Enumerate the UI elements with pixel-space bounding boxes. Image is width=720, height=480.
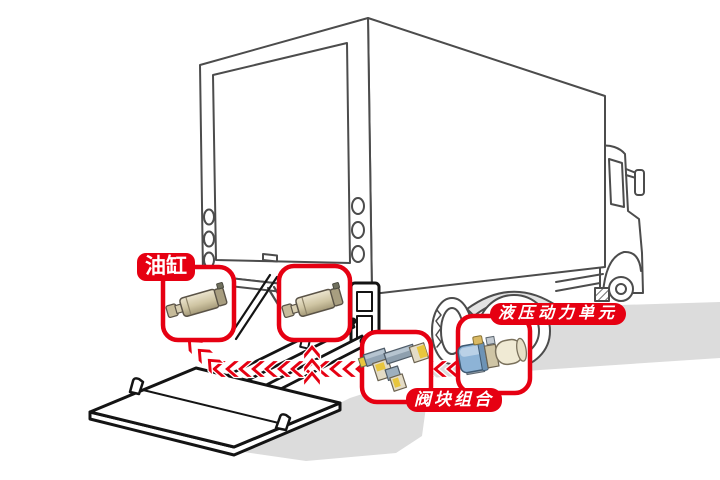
rear-door — [212, 42, 351, 264]
label-valve-block: 阀块组合 — [406, 388, 502, 412]
platform-tab — [274, 413, 292, 432]
ground-shadow — [237, 302, 720, 461]
cab-window — [608, 158, 625, 208]
platform-tab — [128, 377, 145, 396]
side-mirror — [634, 169, 645, 196]
tail-lights-right — [351, 197, 365, 263]
chassis-rails — [555, 273, 604, 292]
callouts — [160, 263, 533, 405]
platform-fold-line — [142, 389, 288, 426]
box-side — [367, 17, 606, 295]
front-wheel-hub — [615, 283, 627, 295]
label-power-unit: 液压动力单元 — [490, 303, 627, 326]
column-slot — [356, 291, 373, 312]
door-latch — [262, 253, 278, 263]
tail-lights-left — [203, 208, 215, 269]
front-wheel-arch — [602, 250, 642, 294]
lift-platform — [88, 366, 342, 457]
cab-step-hatch — [594, 287, 610, 302]
label-oil-cylinder: 油缸 — [137, 253, 195, 282]
